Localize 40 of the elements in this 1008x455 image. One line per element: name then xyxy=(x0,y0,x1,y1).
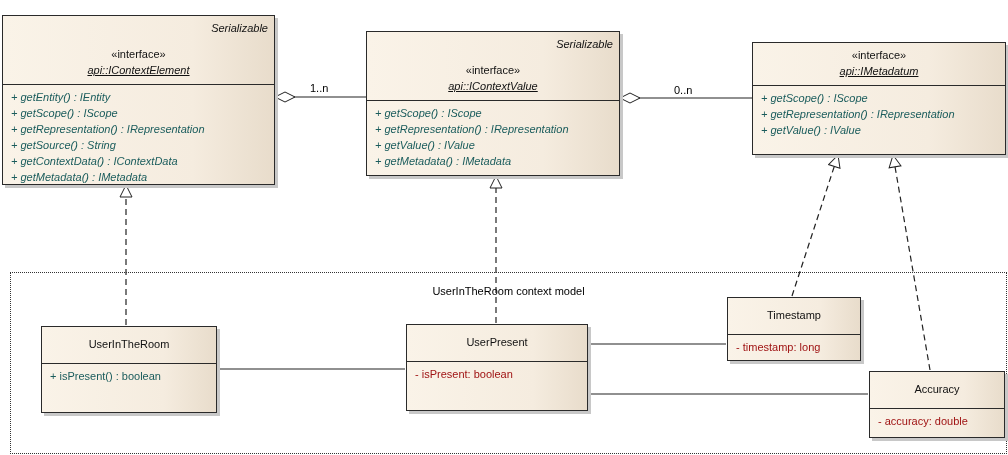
class-box xyxy=(869,371,1005,438)
method-text: + getScope() : IScope xyxy=(11,106,118,121)
method-text: + getEntity() : IEntity xyxy=(11,90,111,105)
class-box xyxy=(406,324,588,411)
class-name: Accuracy xyxy=(914,382,960,397)
method-text: + getMetadata() : IMetadata xyxy=(11,170,148,185)
class-name: api::IMetadatum xyxy=(839,64,919,79)
method-text: + getValue() : IValue xyxy=(761,123,861,138)
frame-title: UserInTheRoom context model xyxy=(432,284,585,299)
class-box xyxy=(41,326,217,413)
class-box xyxy=(727,297,861,361)
method-text: + getContextData() : IContextData xyxy=(11,154,178,169)
method-text: + getRepresentation() : IRepresentation xyxy=(761,107,955,122)
stereotype-label: «interface» xyxy=(465,63,521,78)
multiplicity-label: 0..n xyxy=(672,84,695,97)
member-text: - isPresent: boolean xyxy=(415,367,513,382)
class-name: api::IContextValue xyxy=(448,79,538,94)
method-text: + getScope() : IScope xyxy=(375,106,482,121)
class-name: UserPresent xyxy=(466,335,528,350)
method-text: + getValue() : IValue xyxy=(375,138,475,153)
stereotype-label: «interface» xyxy=(111,47,166,62)
class-name: UserInTheRoom xyxy=(88,337,170,352)
interface-tag: Serializable xyxy=(211,20,268,36)
boundary-frame xyxy=(10,272,1007,454)
method-text: + getScope() : IScope xyxy=(761,91,868,106)
multiplicity-label: 1..n xyxy=(308,82,331,95)
class-box xyxy=(752,42,1006,155)
interface-tag: Serializable xyxy=(556,36,613,52)
method-text: + getSource() : String xyxy=(11,138,116,153)
member-text: - timestamp: long xyxy=(736,340,821,355)
member-text: + isPresent() : boolean xyxy=(50,369,161,384)
member-text: - accuracy: double xyxy=(878,414,968,429)
method-text: + getRepresentation() : IRepresentation xyxy=(375,122,569,137)
stereotype-label: «interface» xyxy=(851,48,907,63)
class-box xyxy=(2,15,275,185)
class-name: Timestamp xyxy=(767,308,821,323)
class-name: api::IContextElement xyxy=(87,63,190,78)
class-box xyxy=(366,31,620,176)
method-text: + getRepresentation() : IRepresentation xyxy=(11,122,205,137)
method-text: + getMetadata() : IMetadata xyxy=(375,154,512,169)
